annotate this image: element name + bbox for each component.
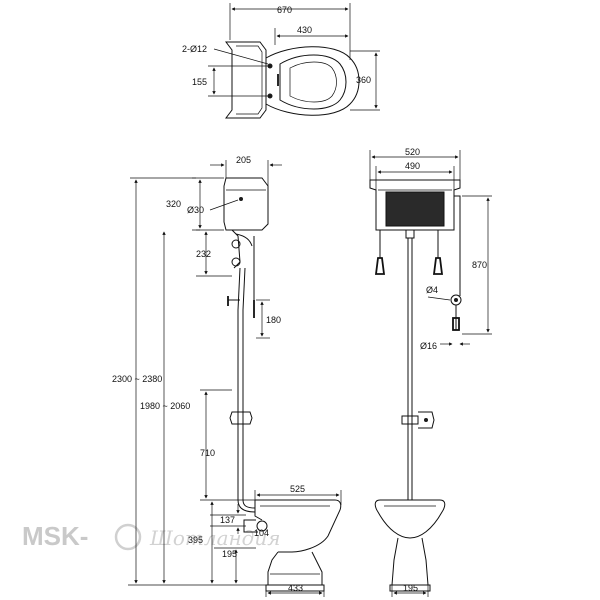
dim-side-outlet-low: 195 bbox=[222, 549, 237, 559]
dim-side-inlet: Ø30 bbox=[187, 205, 204, 215]
dim-front-base-width: 195 bbox=[403, 583, 418, 593]
watermark-at-icon bbox=[114, 523, 142, 551]
dim-front-cistern-width: 520 bbox=[405, 147, 420, 157]
dim-side-bowl-length: 525 bbox=[290, 484, 305, 494]
dim-top-holes: 2-Ø12 bbox=[182, 44, 207, 54]
dim-front-overflow-pipe: Ø16 bbox=[420, 341, 437, 351]
dim-side-total-height: 2300 ~ 2380 bbox=[112, 374, 162, 384]
dim-side-bowl-height: 395 bbox=[188, 535, 203, 545]
dim-top-hole-spacing: 155 bbox=[192, 77, 207, 87]
dim-side-pipe-joint: 710 bbox=[200, 448, 215, 458]
dim-top-depth: 360 bbox=[356, 75, 371, 85]
dim-side-cistern-depth: 205 bbox=[236, 155, 251, 165]
dim-side-overflow: 180 bbox=[266, 315, 281, 325]
dim-front-chain-length: 870 bbox=[472, 260, 487, 270]
watermark-text: MSK- bbox=[22, 521, 88, 551]
watermark: MSK- Шотландия bbox=[22, 521, 280, 551]
dim-front-cistern-inner: 490 bbox=[405, 161, 420, 171]
side-view: 205 320 Ø30 232 180 2300 ~ 2380 1980 ~ 2… bbox=[112, 155, 342, 597]
dim-side-outlet-offset: 104 bbox=[254, 528, 269, 538]
dim-top-width-bowl: 430 bbox=[297, 25, 312, 35]
dim-side-bracket: 232 bbox=[196, 249, 211, 259]
dim-side-outlet-height: 137 bbox=[220, 515, 235, 525]
dim-side-base-width: 433 bbox=[288, 583, 303, 593]
dim-top-width-total: 670 bbox=[277, 5, 292, 15]
dim-side-cistern-bottom: 1980 ~ 2060 bbox=[140, 401, 190, 411]
top-view: 670 430 2-Ø12 155 360 bbox=[182, 3, 380, 119]
front-view: 520 490 870 Ø4 Ø16 195 bbox=[369, 147, 492, 597]
dim-side-cistern-height: 320 bbox=[166, 199, 181, 209]
dim-front-small-hole: Ø4 bbox=[426, 285, 438, 295]
